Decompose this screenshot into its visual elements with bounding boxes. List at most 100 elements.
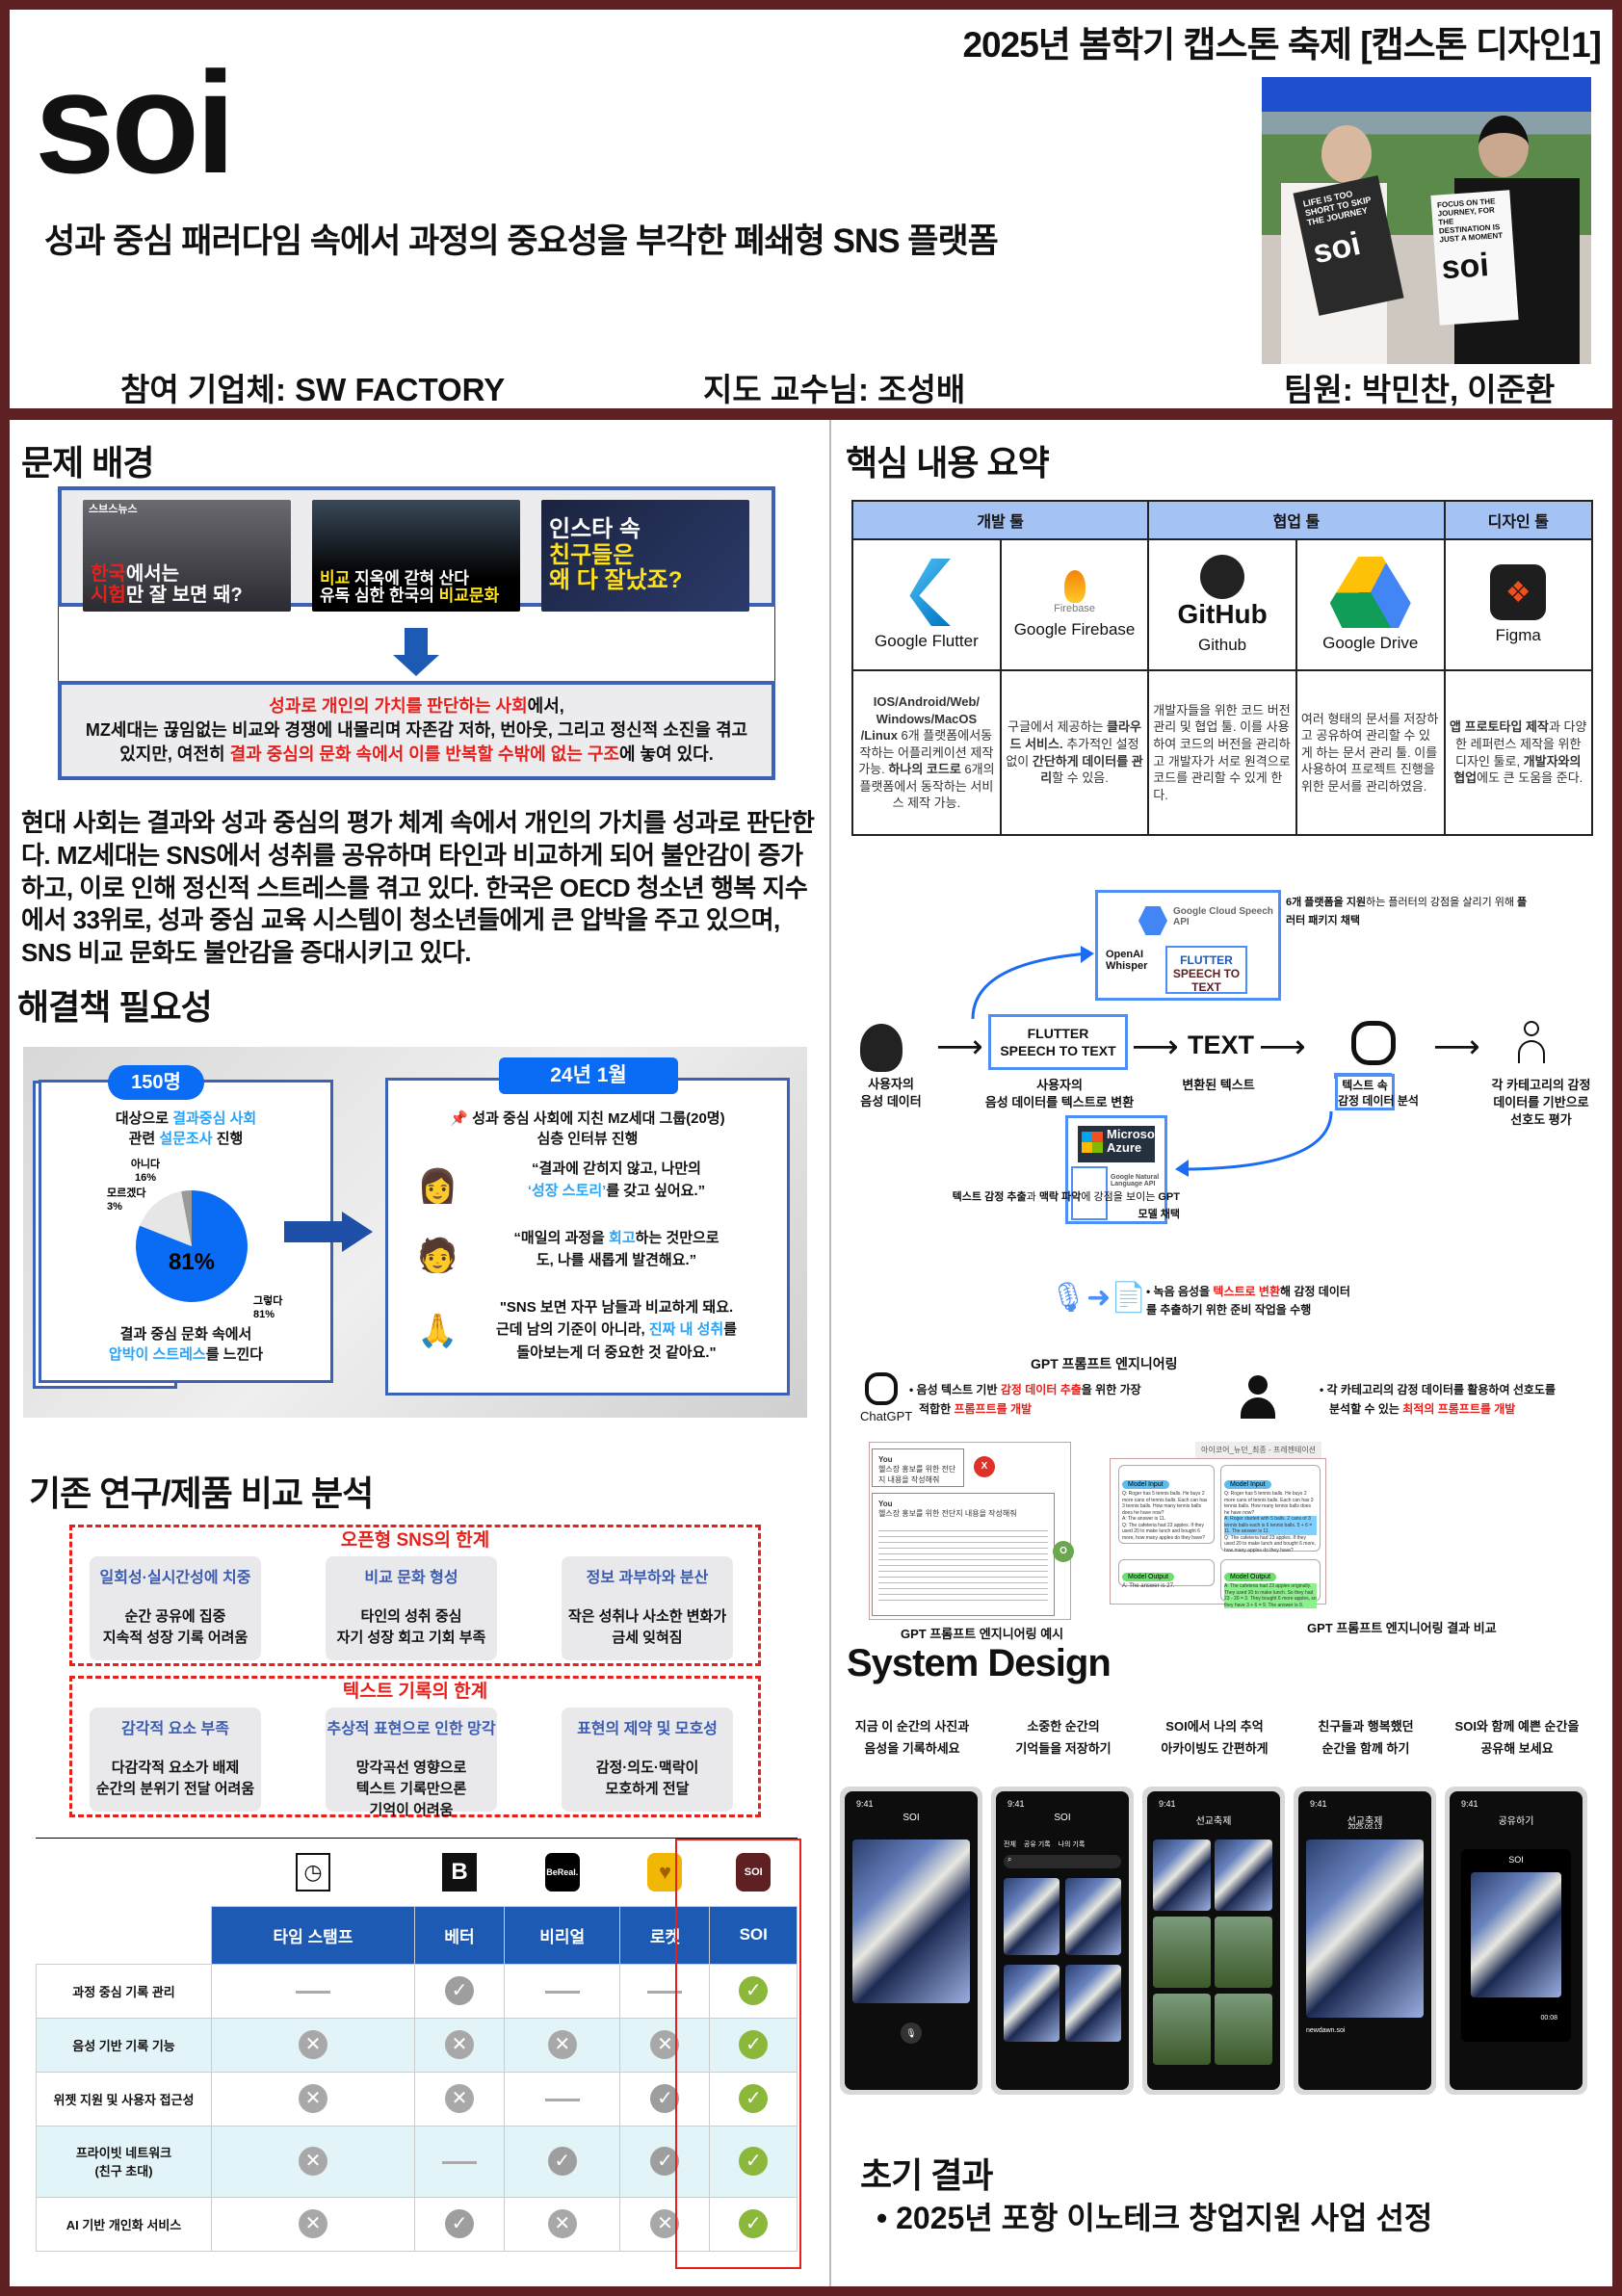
app-logo-cell: SOI [710, 1839, 798, 1906]
text-segment: 결과중심 사회 [172, 1110, 257, 1127]
x-icon: ✕ [445, 2084, 474, 2113]
mic-button[interactable]: 🎙 [901, 2022, 922, 2044]
feature-cell [414, 2125, 505, 2198]
rich-text: 비교 지옥에 갇혀 산다 [320, 568, 512, 588]
limitation-group-title: 텍스트 기록의 한계 [342, 1682, 488, 1702]
x-icon: ✕ [650, 2030, 680, 2059]
app-column-header: 로켓 [619, 1905, 711, 1965]
feature-label: 음성 기반 기록 기능 [36, 2017, 212, 2073]
subtitle: 성과 중심 패러다임 속에서 과정의 중요성을 부각한 폐쇄형 SNS 플랫폼 [44, 222, 999, 260]
feature-cell: ✓ [414, 2196, 505, 2252]
text-segment: 해 감정 데이터 [1279, 1285, 1350, 1298]
app-logo-cell: B [415, 1839, 505, 1906]
user-silhouette-icon [1241, 1375, 1275, 1420]
screen-tab[interactable]: 공유 기록 [1023, 1841, 1051, 1848]
tool-logo-cell: Google Drive [1295, 538, 1446, 671]
avatar: 🧑 [417, 1238, 458, 1274]
feature-cell: ✕ [414, 2017, 505, 2073]
rich-text: 한국에서는 [91, 563, 283, 585]
pie-slice [140, 1191, 192, 1246]
app-column-header: SOI [709, 1905, 798, 1965]
text-segment: 6개 플랫폼을 지원 [1286, 897, 1367, 908]
screen-tab[interactable]: 전체 [1004, 1841, 1016, 1848]
limitation-line: 다감각적 요소가 배제 [111, 1760, 240, 1776]
screen-title: 선교축제 [1195, 1816, 1232, 1827]
down-arrow-icon [405, 628, 428, 655]
text-segment: 회고 [609, 1230, 636, 1246]
text-segment: 를 느낀다 [205, 1346, 264, 1363]
text-segment: 지옥에 갇혀 산다 [350, 568, 469, 587]
curved-arrow-down [1175, 1110, 1333, 1177]
event-title: 2025년 봄학기 캡스톤 축제 [캡스톤 디자인1] [962, 25, 1602, 65]
right-arrow-head [342, 1212, 373, 1252]
clock-icon: ◷ [296, 1852, 330, 1892]
screen-title: SOI [1054, 1813, 1071, 1823]
rich-text: 유독 심한 한국의 비교문화 [320, 587, 512, 606]
text-segment: 6개 플랫폼에서동작하는 어플리케이션 제작 가능. [858, 728, 994, 777]
rich-text: 도, 나를 새롭게 발견해요.” [388, 1249, 787, 1271]
feature-cell [619, 1963, 711, 2019]
feature-cell: ✓ [414, 1963, 505, 2019]
arrow-right-icon: ⟶ [1433, 1029, 1480, 1065]
status-time: 9:41 [1159, 1799, 1176, 1809]
rich-text: 관련 설문조사 진행 [41, 1128, 330, 1148]
feature-cell: ✕ [211, 2196, 415, 2252]
section-title-problem: 문제 배경 [21, 443, 154, 483]
pie-label: 모르겠다 [107, 1186, 146, 1199]
text-segment: 를 갖고 싶어요.” [606, 1183, 706, 1200]
search-bar[interactable]: ⌕ [1004, 1855, 1121, 1868]
section-title-summary: 핵심 내용 요약 [846, 443, 1050, 483]
app-column-header: 타임 스탬프 [211, 1905, 415, 1965]
feature-cell: ✕ [211, 2071, 415, 2126]
feature-cell: ✓ [709, 2196, 798, 2252]
soi-logo: soi [35, 41, 236, 203]
text-segment: 돌아보는게 더 중요한 것 같아요." [516, 1344, 717, 1361]
limitation-line: 감정·의도·맥락이 [595, 1760, 699, 1776]
limitation-line: 금세 잊혀짐 [612, 1629, 683, 1646]
firebase-icon [1063, 570, 1086, 603]
table-row: 과정 중심 기록 관리✓✓ [36, 1963, 798, 2019]
text-segment: 개발자와의 협업 [1453, 753, 1582, 786]
limitation-line: 지속적 성장 기록 어려움 [102, 1629, 249, 1646]
rich-text: 앱 프로토타입 제작과 다양한 레퍼런스 제작을 위한 디자인 툴로, 개발자와… [1450, 718, 1587, 786]
limitation-line: 작은 성취나 사소한 변화가 [567, 1608, 727, 1625]
text-segment: • 각 카테고리의 감정 데이터를 활용하여 선호도를 [1320, 1383, 1557, 1396]
pie-label: 아니다 [131, 1157, 161, 1170]
check-icon: ✓ [739, 2084, 769, 2113]
good-mark: O [1053, 1541, 1074, 1562]
feature-cell: ✓ [619, 2125, 711, 2198]
check-icon: ✓ [739, 2209, 769, 2238]
result-item: • 2025년 포항 이노테크 창업지원 사업 선정 [876, 2201, 1433, 2235]
google-drive-icon [1329, 557, 1411, 628]
rich-text: 적합한 프롬프트를 개발 [909, 1400, 1141, 1420]
gpt-option [1071, 1166, 1108, 1220]
text-segment: 에서는 [125, 563, 180, 585]
text-segment: 분석할 수 있는 [1329, 1401, 1403, 1416]
screen-tab[interactable]: 나의 기록 [1058, 1841, 1086, 1848]
limitation-card-title: 표현의 제약 및 모호성 [577, 1721, 718, 1737]
professor: 지도 교수님: 조성배 [703, 372, 966, 407]
rich-text: MZ세대는 끊임없는 비교와 경쟁에 내몰리며 자존감 저하, 번아웃, 그리고… [62, 718, 772, 743]
x-icon: ✕ [299, 2084, 327, 2113]
rich-text: 여러 형태의 문서를 저장하고 공유하여 관리할 수 있게 하는 문서 관리 툴… [1301, 711, 1440, 796]
rich-text: • 녹음 음성을 텍스트로 변환해 감정 데이터 [1146, 1283, 1350, 1301]
table-row: 음성 기반 기록 기능✕✕✕✕✓ [36, 2017, 798, 2073]
feature-cell: ✕ [503, 2196, 621, 2252]
text-segment: 여러 형태의 문서를 저장하고 공유하여 관리할 수 있게 하는 문서 관리 툴… [1300, 711, 1439, 794]
rich-text: "SNS 보면 자꾸 남들과 비교하게 돼요. [388, 1296, 787, 1318]
text-segment: 6개의 플랫폼에서 동작하는 서비스 제작 가능. [859, 762, 995, 811]
